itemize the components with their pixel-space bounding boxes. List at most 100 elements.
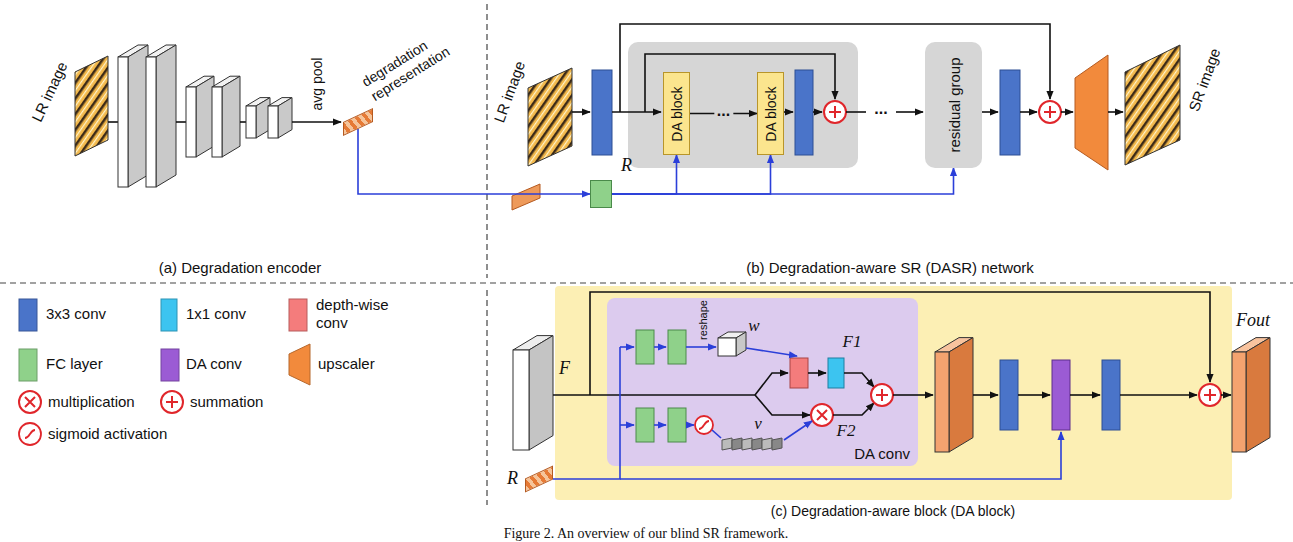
wire bbox=[1018, 394, 1050, 396]
legend-swatch-frame bbox=[18, 422, 44, 448]
conv-layer bbox=[186, 87, 196, 157]
legend-swatch-frame bbox=[18, 390, 44, 416]
wire bbox=[1108, 111, 1123, 113]
degradation-representation: degradation representation bbox=[343, 115, 373, 129]
attention-vector bbox=[752, 438, 762, 450]
legend-swatch-frame bbox=[160, 390, 186, 416]
conv-3x3 bbox=[1000, 70, 1020, 155]
connector bbox=[612, 168, 954, 194]
feature-map: F bbox=[513, 334, 553, 450]
ellipsis: ... bbox=[874, 100, 887, 118]
wire bbox=[176, 121, 186, 123]
wire bbox=[1020, 111, 1037, 113]
wire bbox=[1061, 111, 1073, 113]
wire bbox=[893, 394, 918, 396]
fc-layer bbox=[668, 330, 686, 364]
wire bbox=[808, 372, 826, 374]
feature-map-out: Fout bbox=[1232, 336, 1272, 452]
legend-swatch-frame bbox=[18, 348, 38, 382]
da-conv bbox=[1052, 360, 1070, 430]
figure-caption: Figure 2. An overview of our blind SR fr… bbox=[504, 526, 789, 541]
conv-layer bbox=[196, 76, 214, 157]
wire bbox=[973, 394, 998, 396]
depthwise-conv bbox=[790, 358, 808, 388]
fc-layer bbox=[636, 408, 654, 442]
wire bbox=[1221, 394, 1231, 396]
legend-swatch-frame bbox=[288, 298, 308, 332]
attention-vector bbox=[732, 438, 742, 450]
conv-1x1 bbox=[828, 358, 844, 388]
summation-symbol bbox=[1044, 106, 1056, 118]
conv-3x3 bbox=[1102, 360, 1120, 430]
da-block-region bbox=[555, 286, 1232, 500]
summation-symbol bbox=[1204, 389, 1216, 401]
upscaler bbox=[1075, 55, 1108, 170]
wire bbox=[755, 373, 788, 395]
legend-text: sigmoid activation bbox=[48, 425, 167, 443]
degradation-bar bbox=[525, 465, 553, 492]
variable-label: F bbox=[559, 358, 570, 378]
wire bbox=[619, 347, 621, 466]
conv-layer bbox=[118, 57, 128, 187]
connector bbox=[612, 155, 771, 194]
wire bbox=[784, 421, 812, 440]
connector bbox=[612, 155, 677, 194]
conv-layer bbox=[212, 87, 222, 157]
wire bbox=[292, 121, 341, 123]
wire bbox=[746, 348, 797, 356]
multiplication-symbol bbox=[25, 397, 35, 407]
conv-layer bbox=[156, 45, 176, 187]
wire bbox=[607, 394, 755, 396]
variable-label: F2 bbox=[837, 422, 856, 441]
da-block: DA block bbox=[663, 72, 690, 155]
legend-swatch bbox=[161, 299, 177, 331]
sigmoid-symbol bbox=[699, 421, 709, 429]
image-label: SR image bbox=[1186, 46, 1224, 114]
multiplication-symbol bbox=[817, 410, 827, 420]
degradation-representation-bar bbox=[512, 184, 540, 210]
conv-layer bbox=[278, 98, 292, 138]
legend-swatch-frame bbox=[160, 348, 180, 382]
feature-map bbox=[513, 350, 529, 450]
variable-label: R bbox=[621, 155, 632, 175]
fc-layer-box: R bbox=[590, 180, 612, 208]
sigmoid-symbol bbox=[25, 430, 35, 438]
legend-text: upscaler bbox=[318, 355, 375, 373]
summation-symbol bbox=[829, 106, 841, 118]
legend-text: 3x3 conv bbox=[46, 305, 106, 323]
conv-3x3 bbox=[795, 70, 813, 155]
region-label: DA conv bbox=[854, 445, 910, 462]
legend-swatch bbox=[161, 349, 179, 381]
legend-swatch bbox=[289, 299, 307, 331]
conv-3x3 bbox=[592, 70, 612, 155]
legend-text: 1x1 conv bbox=[186, 305, 246, 323]
panel-caption: (a) Degradation encoder bbox=[159, 260, 322, 277]
legend-swatch bbox=[289, 344, 310, 385]
wire bbox=[712, 430, 721, 438]
attention-vector bbox=[762, 438, 772, 450]
wire bbox=[813, 111, 822, 113]
panel-caption: (c) Degradation-aware block (DA block) bbox=[771, 504, 1015, 519]
wire bbox=[918, 394, 933, 396]
wire bbox=[755, 395, 810, 415]
variable-label: R bbox=[507, 468, 518, 488]
variable-label: w bbox=[748, 317, 759, 336]
legend-swatch-frame bbox=[160, 298, 178, 332]
attention-vector bbox=[722, 438, 732, 450]
connector bbox=[358, 129, 590, 194]
legend-text: summation bbox=[190, 393, 263, 411]
fc-layer bbox=[668, 408, 686, 442]
sigmoid-symbol bbox=[695, 416, 713, 434]
legend-swatch bbox=[19, 349, 37, 381]
residual-group-box bbox=[628, 42, 858, 168]
divider bbox=[486, 290, 487, 505]
conv-layer bbox=[146, 57, 156, 187]
da-conv-illustration bbox=[607, 298, 918, 466]
edge-label: ... bbox=[714, 103, 733, 119]
weight-tensor bbox=[736, 332, 746, 356]
summation-symbol bbox=[166, 396, 178, 408]
summation-symbol bbox=[161, 391, 183, 413]
wire bbox=[572, 111, 590, 113]
wire bbox=[833, 403, 874, 415]
da-conv-region bbox=[607, 298, 918, 466]
